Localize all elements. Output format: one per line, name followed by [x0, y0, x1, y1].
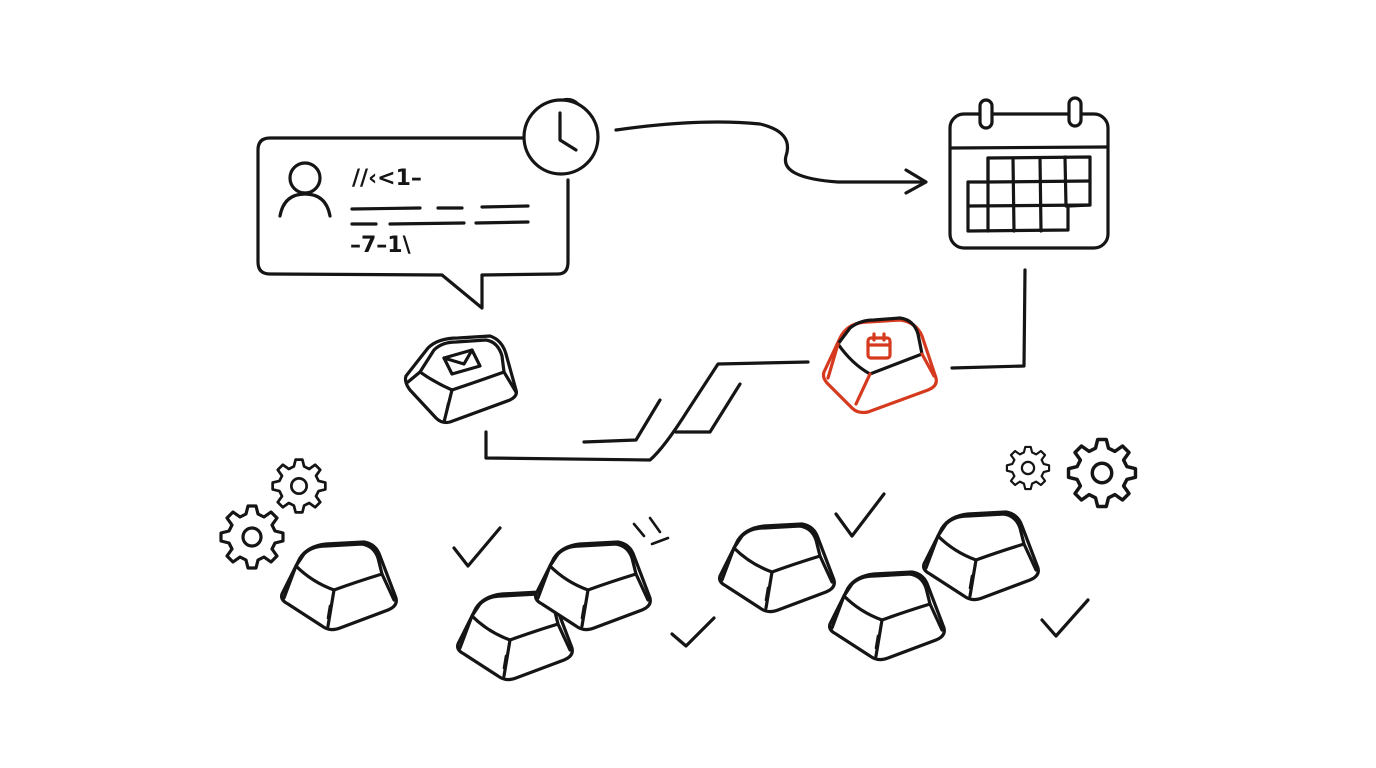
keycap: [922, 510, 1040, 602]
keycap: [828, 570, 946, 662]
flow-arrow: [614, 120, 928, 195]
gear-icon: [219, 504, 285, 570]
keycap: [718, 522, 836, 614]
calendar-key: [821, 316, 938, 415]
gear-icon: [1066, 437, 1138, 509]
keycap: [280, 540, 398, 632]
bubble-line-2: [350, 204, 530, 226]
bubble-line-1: //‹<1–: [352, 166, 422, 191]
clock-icon: [522, 97, 600, 176]
chat-bubble: //‹<1– –7–1\: [256, 136, 570, 310]
gear-icon: [1005, 445, 1051, 491]
check-icon: [1040, 598, 1090, 638]
check-icon: [452, 526, 502, 568]
calendar-icon: [948, 96, 1110, 250]
bubble-line-3: –7–1\: [350, 233, 412, 258]
keycap: [534, 540, 652, 632]
connector-calendar-key: [950, 268, 1027, 370]
email-key: [403, 334, 518, 425]
check-icon: [834, 492, 886, 538]
motion-lines: [632, 516, 670, 546]
envelope-icon: [442, 348, 482, 376]
gear-icon: [271, 458, 327, 514]
user-icon: [278, 161, 332, 218]
connector-email-key: [484, 360, 810, 462]
calendar-icon: [866, 332, 892, 360]
check-icon: [670, 616, 716, 648]
